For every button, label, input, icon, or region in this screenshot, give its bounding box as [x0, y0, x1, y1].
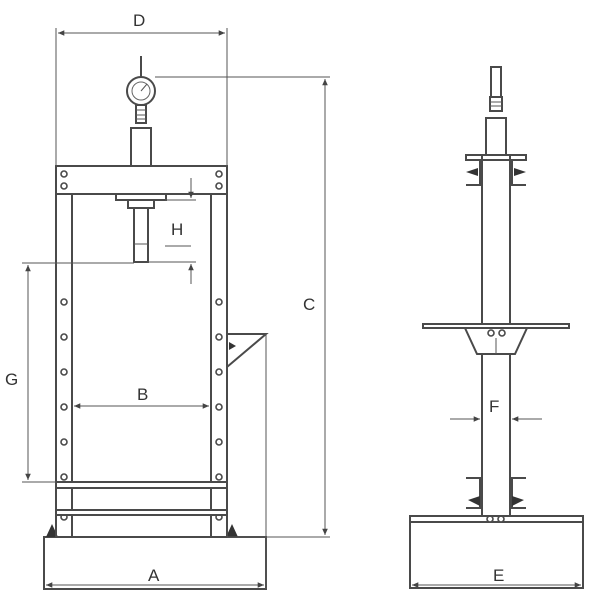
front-foot-right [226, 524, 238, 537]
piston-rod [133, 207, 149, 263]
hydraulic-cylinder [130, 127, 152, 167]
bed-plate-upper [55, 481, 228, 489]
label-g: G [5, 370, 18, 389]
label-d: D [133, 11, 145, 30]
column-holes [60, 298, 223, 521]
side-view: F E [409, 66, 584, 589]
label-b: B [137, 385, 148, 404]
label-h: H [171, 220, 183, 239]
side-base [409, 521, 584, 589]
label-f: F [489, 397, 499, 416]
ram-collar [127, 199, 155, 209]
front-top-crossbeam [55, 165, 228, 195]
label-e: E [493, 566, 504, 585]
front-view: D C H G B A [5, 11, 330, 590]
side-coupling [489, 96, 503, 112]
gauge-fitting [135, 104, 147, 124]
pump-bracket [226, 333, 269, 370]
side-cylinder [485, 117, 507, 156]
side-gauge-fitting [490, 66, 502, 98]
bed-plate-lower [55, 509, 228, 516]
front-base [43, 536, 267, 590]
label-a: A [148, 566, 160, 585]
label-c: C [303, 295, 315, 314]
